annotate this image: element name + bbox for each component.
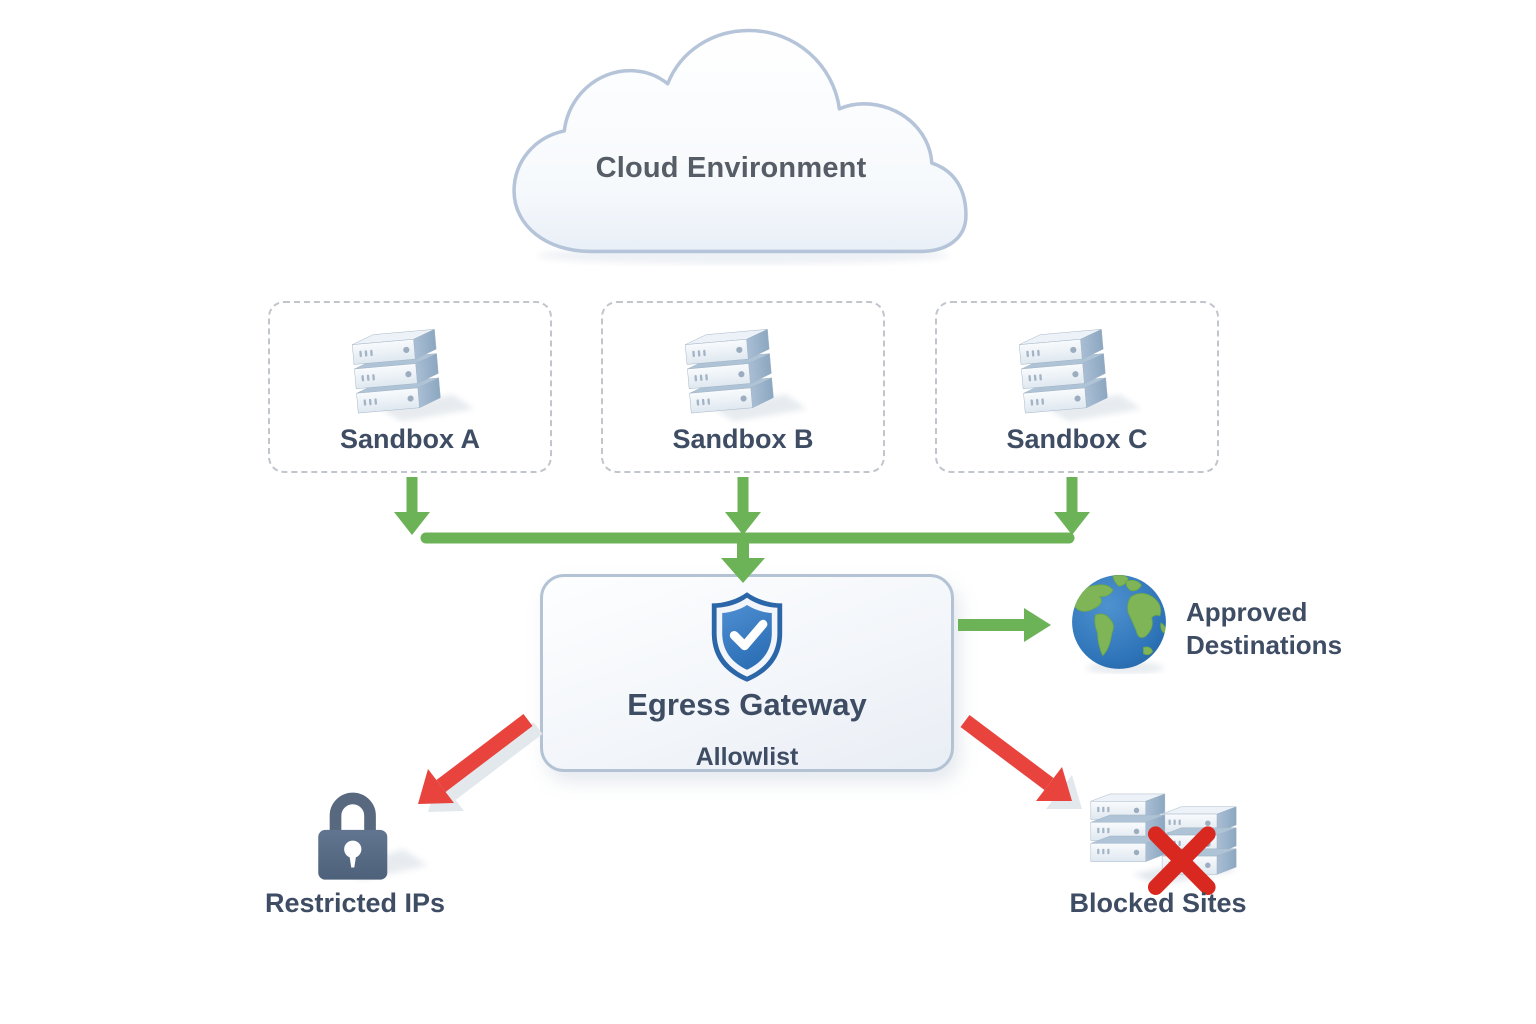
shield-check-icon bbox=[703, 561, 791, 685]
globe-icon bbox=[1068, 572, 1170, 674]
sandbox-b-box: Sandbox B bbox=[601, 301, 885, 473]
cloud-label: Cloud Environment bbox=[595, 152, 867, 184]
restricted-ips-label: Restricted IPs bbox=[264, 888, 446, 918]
server-stack-icon bbox=[342, 313, 478, 426]
sandbox-a-box: Sandbox A bbox=[268, 301, 552, 473]
egress-gateway-box: Egress Gateway Allowlist bbox=[540, 574, 954, 772]
server-stack-icon bbox=[1009, 313, 1145, 426]
sandbox-c-label: Sandbox C bbox=[1006, 424, 1148, 454]
padlock-icon bbox=[302, 784, 434, 886]
approved-destinations-label: Approved Destinations bbox=[1186, 597, 1343, 660]
cloud-environment: Cloud Environment bbox=[502, 28, 974, 266]
sandbox-c-box: Sandbox C bbox=[935, 301, 1219, 473]
sandbox-b-label: Sandbox B bbox=[672, 424, 814, 454]
cloud-icon bbox=[512, 28, 968, 265]
sandbox-a-label: Sandbox A bbox=[339, 424, 480, 454]
server-stack-icon bbox=[675, 313, 811, 426]
blocked-sites-label: Blocked Sites bbox=[1069, 888, 1247, 918]
blocked-servers-icon bbox=[1078, 772, 1238, 900]
gateway-title: Egress Gateway bbox=[627, 687, 867, 722]
gateway-subtitle: Allowlist bbox=[695, 743, 799, 771]
